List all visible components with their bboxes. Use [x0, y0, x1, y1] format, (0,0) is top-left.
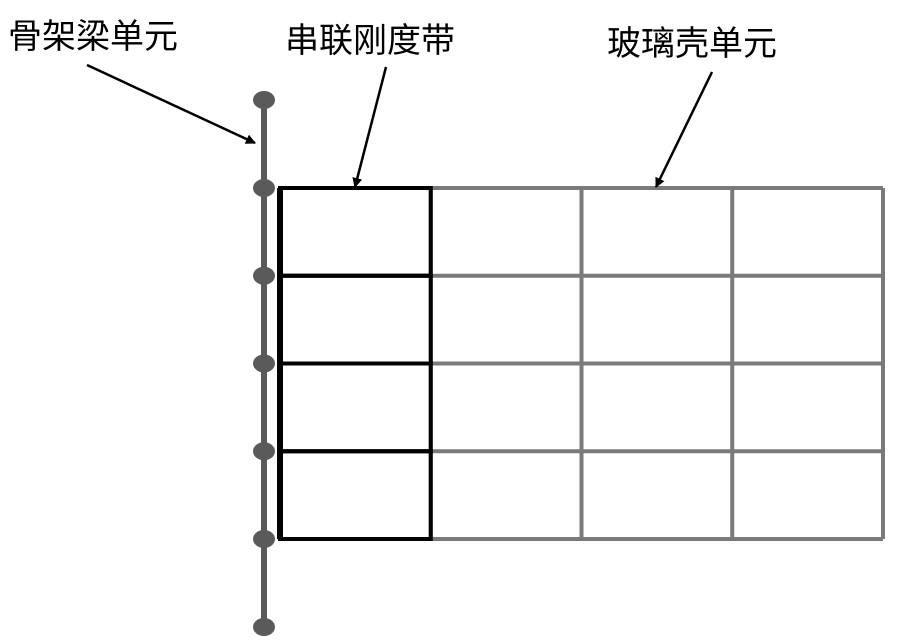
- label-series-stiffness-band: 串联刚度带: [285, 21, 455, 61]
- beam-node: [253, 91, 275, 109]
- beam-node: [253, 179, 275, 197]
- arrow-band: [352, 66, 388, 188]
- beam-node: [253, 618, 275, 636]
- beam-node: [253, 442, 275, 461]
- band-cell: [278, 186, 433, 278]
- series-stiffness-band: [277, 186, 433, 541]
- arrow-shell: [654, 71, 714, 188]
- beam-node: [253, 354, 275, 373]
- band-cell: [278, 273, 433, 366]
- label-beam-element: 骨架梁单元: [8, 17, 178, 57]
- arrows: [86, 63, 714, 188]
- label-glass-shell-element: 玻璃壳单元: [607, 24, 777, 64]
- beam-element: [253, 91, 275, 636]
- beam-node: [253, 530, 275, 548]
- beam-node: [253, 266, 275, 285]
- band-cell: [278, 449, 433, 541]
- band-cell: [278, 361, 433, 454]
- arrow-beam: [86, 63, 256, 145]
